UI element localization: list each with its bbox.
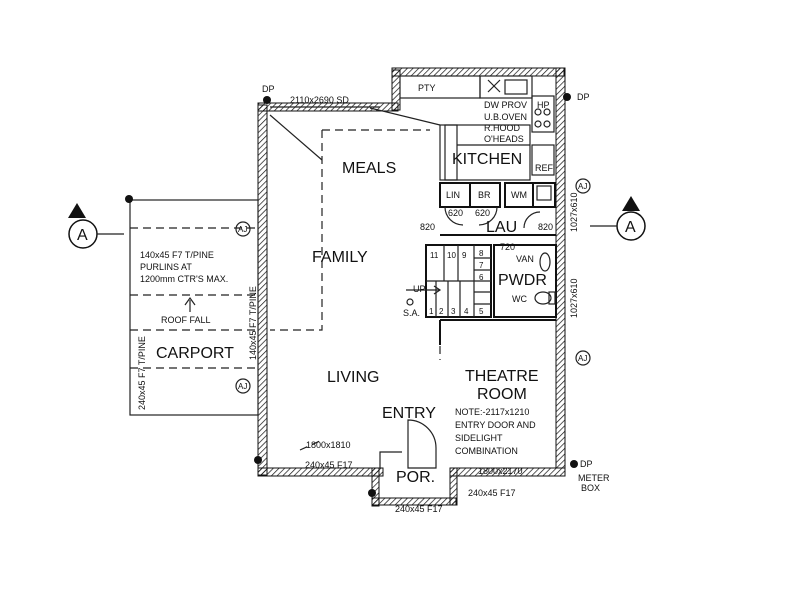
section-a-right: A xyxy=(625,219,636,236)
aj-label-2: AJ xyxy=(578,354,587,363)
kitchen-label: KITCHEN xyxy=(452,151,522,168)
roof-fall-label: ROOF FALL xyxy=(161,315,211,325)
carport-note-3: 1200mm CTR'S MAX. xyxy=(140,274,228,284)
downpipe-icon xyxy=(263,96,271,104)
articulation-joints xyxy=(235,178,591,394)
theatre-label-1: THEATRE xyxy=(465,368,538,385)
por-label: POR. xyxy=(396,469,435,486)
living-label: LIVING xyxy=(327,369,379,386)
dim-820b: 820 xyxy=(538,222,553,232)
beam-f17-c: 240x45 F17 xyxy=(395,504,443,514)
oheads-label: O'HEADS xyxy=(484,134,524,144)
ub-oven-label: U.B.OVEN xyxy=(484,112,527,122)
aj-icon xyxy=(235,378,251,394)
downpipe-icon xyxy=(125,195,133,203)
entry-label: ENTRY xyxy=(382,405,436,422)
win-1800x1810: 1800x1810 xyxy=(306,440,351,450)
entry-door xyxy=(407,419,437,469)
downpipe-icon xyxy=(368,489,376,497)
stair-3: 3 xyxy=(451,307,456,316)
stairs xyxy=(406,244,492,318)
lin-label: LIN xyxy=(446,190,460,200)
meals-label: MEALS xyxy=(342,160,396,177)
stair-8: 8 xyxy=(479,249,484,258)
porch-step xyxy=(379,451,402,468)
section-a-left: A xyxy=(77,227,88,244)
section-marker-right xyxy=(590,196,646,241)
stair-5: 5 xyxy=(479,307,484,316)
carport-label: CARPORT xyxy=(156,345,234,362)
dp-label-3: DP xyxy=(580,459,593,469)
stair-4: 4 xyxy=(464,307,469,316)
downpipe-icon xyxy=(254,456,262,464)
dim-720: 720 xyxy=(500,242,515,252)
downpipe-icon xyxy=(563,93,571,101)
powder-room xyxy=(493,244,557,318)
up-label: UP xyxy=(413,284,426,294)
win-1800x2170: 1800x2170 xyxy=(478,466,523,476)
smoke-alarm-icon xyxy=(406,298,414,306)
dim-820a: 820 xyxy=(420,222,435,232)
wc-label: WC xyxy=(512,294,527,304)
stair-2: 2 xyxy=(439,307,444,316)
lau-label: LAU xyxy=(486,219,517,236)
meter-box-label-1: METER xyxy=(578,473,610,483)
win-1027-b: 1027x610 xyxy=(569,278,579,318)
theatre-label-2: ROOM xyxy=(477,386,527,403)
stair-7: 7 xyxy=(479,261,484,270)
carport-note-1: 140x45 F7 T/PINE xyxy=(140,250,214,260)
entry-note-1: NOTE:-2117x1210 xyxy=(455,407,529,417)
dim-620b: 620 xyxy=(475,208,490,218)
family-label: FAMILY xyxy=(312,249,368,266)
stair-9: 9 xyxy=(462,251,467,260)
downpipe-icon xyxy=(570,460,578,468)
laundry-area xyxy=(439,182,556,236)
beam-f17-b: 240x45 F17 xyxy=(468,488,516,498)
aj-icon xyxy=(235,221,251,237)
win-1027-a: 1027x610 xyxy=(569,192,579,232)
entry-note-2: ENTRY DOOR AND xyxy=(455,420,536,430)
stair-6: 6 xyxy=(479,273,484,282)
pty-label: PTY xyxy=(418,83,436,93)
entry-note-3: SIDELIGHT xyxy=(455,433,503,443)
meter-box-label-2: BOX xyxy=(581,483,600,493)
aj-label-1: AJ xyxy=(578,182,587,191)
aj-label-3: AJ xyxy=(238,225,247,234)
van-label: VAN xyxy=(516,254,534,264)
carport-beam-left: 240x45 F7 T/PINE xyxy=(137,336,147,410)
br-label: BR xyxy=(478,190,491,200)
carport-beam-right: 140x45 F7 T/PINE xyxy=(248,286,258,360)
downpipes xyxy=(125,93,578,497)
sa-label: S.A. xyxy=(403,308,420,318)
entry-note-4: COMBINATION xyxy=(455,446,518,456)
dw-prov-label: DW PROV xyxy=(484,100,527,110)
section-marker-left xyxy=(68,203,124,249)
sd-door-label: 2110x2690 SD xyxy=(290,95,349,105)
hp-label: HP xyxy=(537,100,550,110)
pwdr-label: PWDR xyxy=(498,272,547,289)
stair-11: 11 xyxy=(430,251,439,260)
carport-note-2: PURLINS AT xyxy=(140,262,192,272)
stair-10: 10 xyxy=(447,251,456,260)
wm-label: WM xyxy=(511,190,527,200)
dp-label-1: DP xyxy=(262,84,275,94)
beam-f17-a: 240x45 F17 xyxy=(305,460,353,470)
aj-icon xyxy=(575,350,591,366)
aj-label-4: AJ xyxy=(238,382,247,391)
kitchen-area xyxy=(399,75,555,181)
stair-1: 1 xyxy=(429,307,434,316)
r-hood-label: R.HOOD xyxy=(484,123,521,133)
aj-icon xyxy=(575,178,591,194)
dim-620a: 620 xyxy=(448,208,463,218)
ref-label: REF xyxy=(535,163,554,173)
dp-label-2: DP xyxy=(577,92,590,102)
